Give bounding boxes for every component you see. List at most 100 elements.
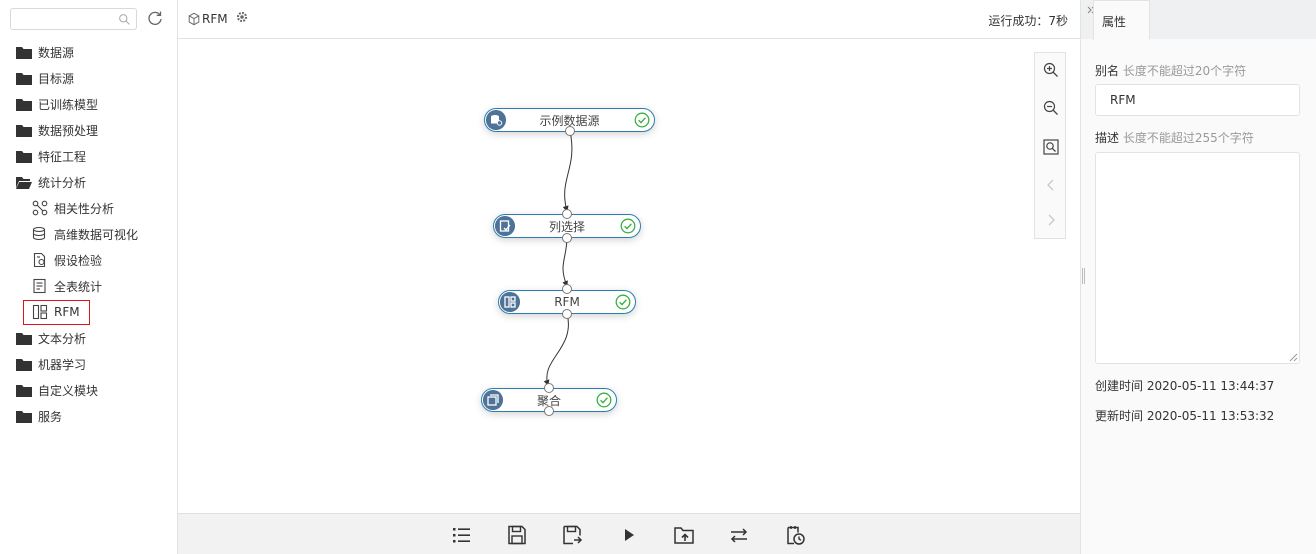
alias-label-text: 别名 [1095, 64, 1120, 78]
tree-folder-machine-learning[interactable]: 机器学习 [0, 351, 178, 377]
zoom-in-icon[interactable] [1043, 62, 1059, 78]
tree-label: 数据预处理 [38, 123, 99, 138]
folder-icon [16, 98, 32, 111]
alias-field[interactable] [1095, 84, 1300, 116]
tree-label: 已训练模型 [38, 97, 99, 112]
correlation-icon [32, 200, 48, 216]
tree-label: 文本分析 [38, 331, 87, 346]
description-label: 描述 长度不能超过255个字符 [1095, 129, 1254, 146]
alias-input[interactable] [1096, 85, 1299, 115]
output-port[interactable] [562, 233, 572, 243]
folder-icon [16, 332, 32, 345]
folder-icon [16, 150, 32, 163]
aggregate-node-icon [483, 390, 503, 410]
output-port[interactable] [544, 406, 554, 416]
success-check-icon [620, 218, 636, 234]
module-search[interactable] [10, 8, 137, 30]
run-icon[interactable] [618, 524, 640, 546]
input-port[interactable] [562, 209, 572, 219]
tree-label: 数据源 [38, 45, 75, 60]
zoom-out-icon[interactable] [1043, 100, 1059, 116]
tree-label: 全表统计 [54, 279, 103, 294]
workflow-canvas[interactable]: 示例数据源 列选择 [178, 39, 1080, 513]
folder-icon [16, 384, 32, 397]
tree-folder-text-analysis[interactable]: 文本分析 [0, 325, 178, 351]
input-port[interactable] [544, 383, 554, 393]
tree-label: 目标源 [38, 71, 75, 86]
search-icon[interactable] [118, 13, 131, 26]
tree-folder-target[interactable]: 目标源 [0, 65, 178, 91]
description-label-text: 描述 [1095, 131, 1120, 145]
run-status: 运行成功：7秒 [988, 14, 1068, 28]
created-label: 创建时间 [1095, 379, 1144, 393]
tree-item-high-dim-viz[interactable]: 高维数据可视化 [0, 221, 178, 247]
workflow-cube-icon [188, 12, 200, 26]
database-icon [32, 226, 46, 241]
tree-folder-services[interactable]: 服务 [0, 403, 178, 429]
save-icon[interactable] [506, 524, 528, 546]
tree-folder-datasource[interactable]: 数据源 [0, 39, 178, 65]
module-tree: 数据源 目标源 已训练模型 数据预处理 特征工程 统计分析 [0, 39, 178, 429]
output-port[interactable] [565, 126, 575, 136]
zoom-fit-icon[interactable] [1043, 139, 1059, 155]
tree-folder-feature-engineering[interactable]: 特征工程 [0, 143, 178, 169]
output-port[interactable] [562, 309, 572, 319]
tree-folder-custom-modules[interactable]: 自定义模块 [0, 377, 178, 403]
tree-folder-preprocessing[interactable]: 数据预处理 [0, 117, 178, 143]
node-label: RFM [554, 295, 580, 309]
folder-icon [16, 410, 32, 423]
created-time: 创建时间 2020-05-11 13:44:37 [1095, 377, 1274, 394]
datasource-node-icon [486, 110, 506, 130]
alias-label: 别名 长度不能超过20个字符 [1095, 62, 1246, 79]
export-folder-icon[interactable] [673, 524, 695, 546]
chevron-right-icon[interactable] [1043, 212, 1059, 228]
description-textarea[interactable] [1095, 152, 1300, 364]
folder-icon [16, 46, 32, 59]
panel-splitter[interactable] [1082, 268, 1085, 284]
tree-item-hypothesis-test[interactable]: 假设检验 [0, 247, 178, 273]
updated-label: 更新时间 [1095, 409, 1144, 423]
folder-open-icon [16, 176, 32, 189]
refresh-icon[interactable] [147, 10, 163, 26]
tree-label: 自定义模块 [38, 383, 99, 398]
zoom-controls [1034, 52, 1066, 239]
chevron-left-icon[interactable] [1043, 177, 1059, 193]
tree-label: RFM [54, 305, 80, 319]
node-label: 示例数据源 [539, 113, 600, 128]
hypothesis-doc-icon [33, 252, 46, 268]
tree-label: 机器学习 [38, 357, 87, 372]
tree-folder-statistics[interactable]: 统计分析 [0, 169, 178, 195]
edge [562, 236, 568, 287]
rfm-node-icon [500, 292, 520, 312]
tree-folder-trained-models[interactable]: 已训练模型 [0, 91, 178, 117]
tree-item-rfm[interactable]: RFM [0, 299, 178, 325]
module-search-input[interactable] [11, 9, 136, 29]
module-sidebar: 数据源 目标源 已训练模型 数据预处理 特征工程 统计分析 [0, 0, 178, 554]
tree-label: 假设检验 [54, 253, 103, 268]
gear-icon[interactable] [235, 10, 249, 24]
tree-label: 服务 [38, 409, 63, 424]
properties-panel: 属性 别名 长度不能超过20个字符 描述 长度不能超过255个字符 创建时间 2… [1080, 0, 1316, 554]
tree-label: 高维数据可视化 [54, 227, 139, 242]
folder-icon [16, 358, 32, 371]
tree-item-table-stats[interactable]: 全表统计 [0, 273, 178, 299]
resize-grip-icon[interactable] [1289, 353, 1298, 362]
tab-properties[interactable]: 属性 [1093, 0, 1150, 40]
tree-label: 统计分析 [38, 175, 87, 190]
tree-item-correlation[interactable]: 相关性分析 [0, 195, 178, 221]
bottom-toolbar [178, 513, 1080, 554]
swap-icon[interactable] [728, 524, 750, 546]
folder-icon [16, 124, 32, 137]
schedule-icon[interactable] [784, 524, 806, 546]
success-check-icon [615, 294, 631, 310]
input-port[interactable] [562, 284, 572, 294]
tree-label: 特征工程 [38, 149, 87, 164]
edge [562, 130, 573, 212]
list-icon[interactable] [451, 524, 473, 546]
node-label: 聚合 [536, 393, 561, 408]
workflow-title: RFM [202, 12, 228, 26]
success-check-icon [596, 392, 612, 408]
save-as-icon[interactable] [561, 524, 583, 546]
folder-icon [16, 72, 32, 85]
